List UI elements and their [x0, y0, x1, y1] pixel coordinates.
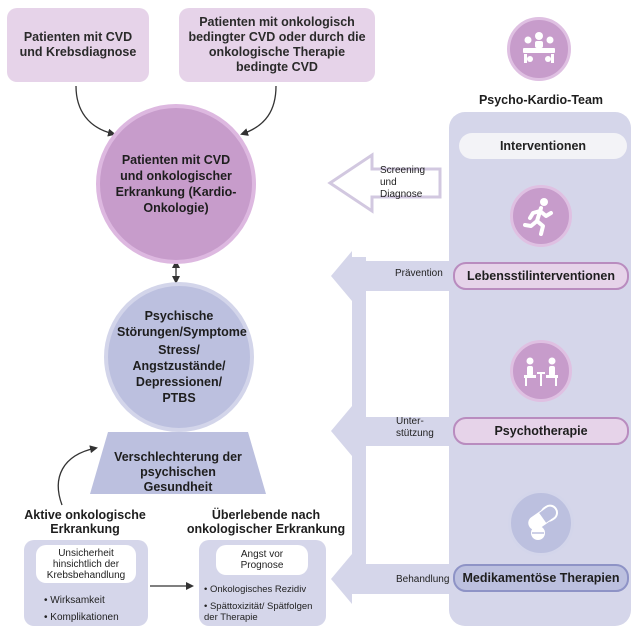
deterioration-shape [90, 432, 266, 494]
team-title: Psycho-Kardio-Team [478, 93, 604, 107]
lifestyle-label: Lebensstilinterventionen [467, 269, 615, 283]
cardio-oncology-circle: Patienten mit CVD und onkologischer Erkr… [96, 104, 256, 264]
team-icon [507, 17, 571, 81]
capsule-icon [528, 504, 559, 540]
psychotherapy-label: Psychotherapie [494, 424, 588, 438]
lifestyle-pill: Lebensstilinterventionen [453, 262, 629, 290]
deterioration-label: Verschlechterung der psychischen Gesundh… [114, 450, 242, 494]
curve-arrow-right [240, 85, 277, 136]
running-icon [523, 198, 553, 236]
psych-disorders-title: Psychische Störungen/Symptome [117, 309, 247, 339]
uncertainty-pill: Unsicherheit hinsichtlich der Krebsbehan… [36, 545, 136, 583]
prevention-label: Prävention [395, 268, 443, 279]
active-disease-heading: Aktive onkologische Erkrankung [24, 508, 146, 536]
support-label: Unter-stützung [396, 416, 434, 439]
fear-label: Angst vor Prognose [240, 549, 284, 571]
box-onco-cvd: Patienten mit onkologisch bedingter CVD … [179, 8, 375, 82]
psych-disorders-body: Stress/ Angstzustände/ Depressionen/ PTB… [132, 343, 226, 405]
running-icon-circle [510, 185, 572, 247]
list-item-late-toxicity: • Spättoxizität/ Spätfolgen der Therapie [204, 601, 313, 623]
uncertainty-label: Unsicherheit hinsichtlich der Krebsbehan… [46, 547, 126, 581]
pill-icon-circle [508, 490, 574, 556]
box-onco-cvd-label: Patienten mit onkologisch bedingter CVD … [188, 15, 366, 74]
medication-pill: Medikamentöse Therapien [453, 564, 629, 592]
psychotherapy-pill: Psychotherapie [453, 417, 629, 445]
curve-arrow-left [75, 85, 116, 137]
screening-arrow [327, 152, 442, 214]
list-item-recurrence: • Onkologisches Rezidiv [204, 584, 307, 595]
box-cvd-cancer-diagnosis: Patienten mit CVD und Krebsdiagnose [7, 8, 149, 82]
therapy-icon-circle [510, 340, 572, 402]
cardio-oncology-label: Patienten mit CVD und onkologischer Erkr… [115, 153, 237, 215]
meeting-icon [523, 32, 555, 63]
medication-label: Medikamentöse Therapien [462, 571, 620, 585]
interventions-label: Interventionen [499, 139, 587, 153]
screening-label: Screening und Diagnose [380, 165, 426, 200]
box-cvd-cancer-diagnosis-label: Patienten mit CVD und Krebsdiagnose [19, 30, 137, 59]
treatment-label: Behandlung [396, 574, 450, 585]
curve-arrow-active [57, 445, 98, 506]
fear-pill: Angst vor Prognose [216, 545, 308, 575]
therapy-session-icon [524, 357, 558, 386]
list-item-complications: • Komplikationen [44, 612, 119, 623]
survivors-heading: Überlebende nach onkologischer Erkrankun… [186, 508, 346, 536]
list-item-efficacy: • Wirksamkeit [44, 595, 105, 606]
psych-disorders-circle: Psychische Störungen/Symptome Stress/ An… [104, 282, 254, 432]
interventions-pill: Interventionen [459, 133, 627, 159]
blue-arrow-comb [331, 251, 452, 604]
